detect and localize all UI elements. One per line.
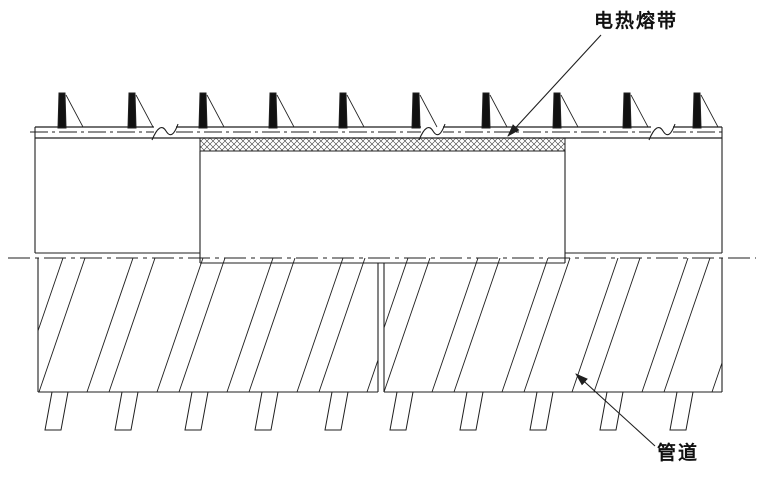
- corrugation-legs: [44, 391, 694, 431]
- leader-line-pipe: [575, 373, 656, 447]
- lower-corrugation-left: [38, 258, 378, 393]
- sheet-break-symbols: [151, 121, 676, 141]
- leader-line-electrofusion-band: [507, 34, 602, 137]
- lower-corrugation-right: [384, 258, 722, 393]
- upper-pipe-outline: [34, 127, 723, 264]
- top-sheet-lines: [30, 126, 726, 139]
- electrofusion-band-hatch: [199, 137, 566, 152]
- label-pipe: 管道: [657, 442, 700, 464]
- lower-pipe-outline: [37, 258, 723, 393]
- rib-studs: [57, 92, 719, 129]
- label-electrofusion-band: 电热熔带: [594, 10, 679, 32]
